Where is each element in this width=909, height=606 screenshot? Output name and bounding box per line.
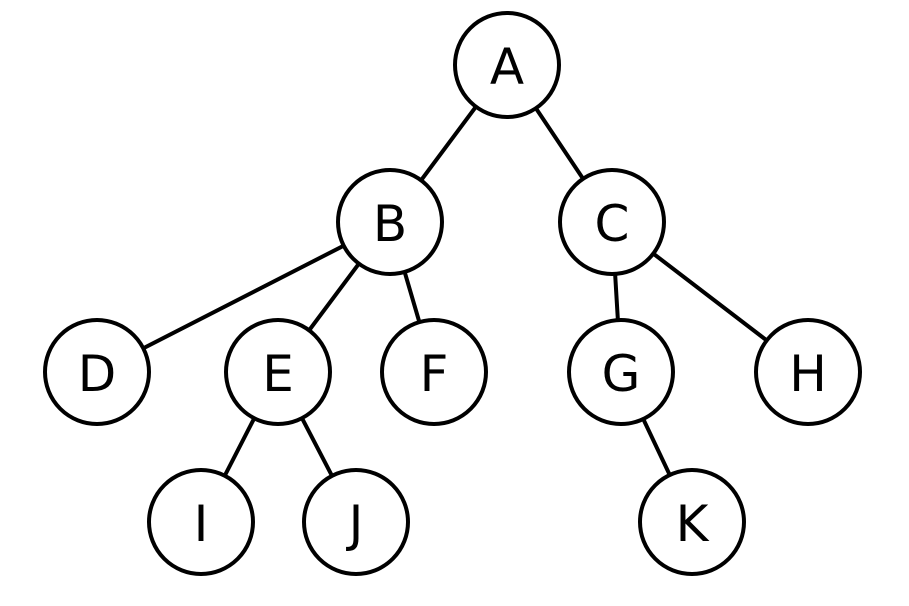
node-f-circle <box>380 318 488 426</box>
node-e-circle <box>224 318 332 426</box>
node-c: C <box>558 168 666 276</box>
node-j-circle <box>302 468 410 576</box>
node-g: G <box>567 318 675 426</box>
node-h-circle <box>754 318 862 426</box>
node-b-label: B <box>373 195 407 253</box>
edges-layer <box>95 63 810 524</box>
node-k: K <box>638 468 746 576</box>
node-i-label: I <box>194 495 209 553</box>
nodes-layer: A B C D E F G H I J K <box>43 11 862 576</box>
node-g-label: G <box>602 345 641 403</box>
node-j-label: J <box>346 495 364 553</box>
node-d-label: D <box>78 345 117 403</box>
node-e: E <box>224 318 332 426</box>
edge-b-d <box>95 220 392 374</box>
node-f: F <box>380 318 488 426</box>
node-h-label: H <box>789 345 827 403</box>
node-c-circle <box>558 168 666 276</box>
node-j: J <box>302 468 410 576</box>
node-a-circle <box>453 11 561 119</box>
node-f-label: F <box>420 345 449 403</box>
node-a: A <box>453 11 561 119</box>
node-c-label: C <box>595 195 630 253</box>
node-b: B <box>336 168 444 276</box>
node-e-label: E <box>262 345 294 403</box>
node-k-label: K <box>676 495 710 553</box>
node-k-circle <box>638 468 746 576</box>
node-b-circle <box>336 168 444 276</box>
node-i: I <box>147 468 255 576</box>
node-g-circle <box>567 318 675 426</box>
node-a-label: A <box>490 38 524 96</box>
node-h: H <box>754 318 862 426</box>
node-d-circle <box>43 318 151 426</box>
node-i-circle <box>147 468 255 576</box>
node-d: D <box>43 318 151 426</box>
